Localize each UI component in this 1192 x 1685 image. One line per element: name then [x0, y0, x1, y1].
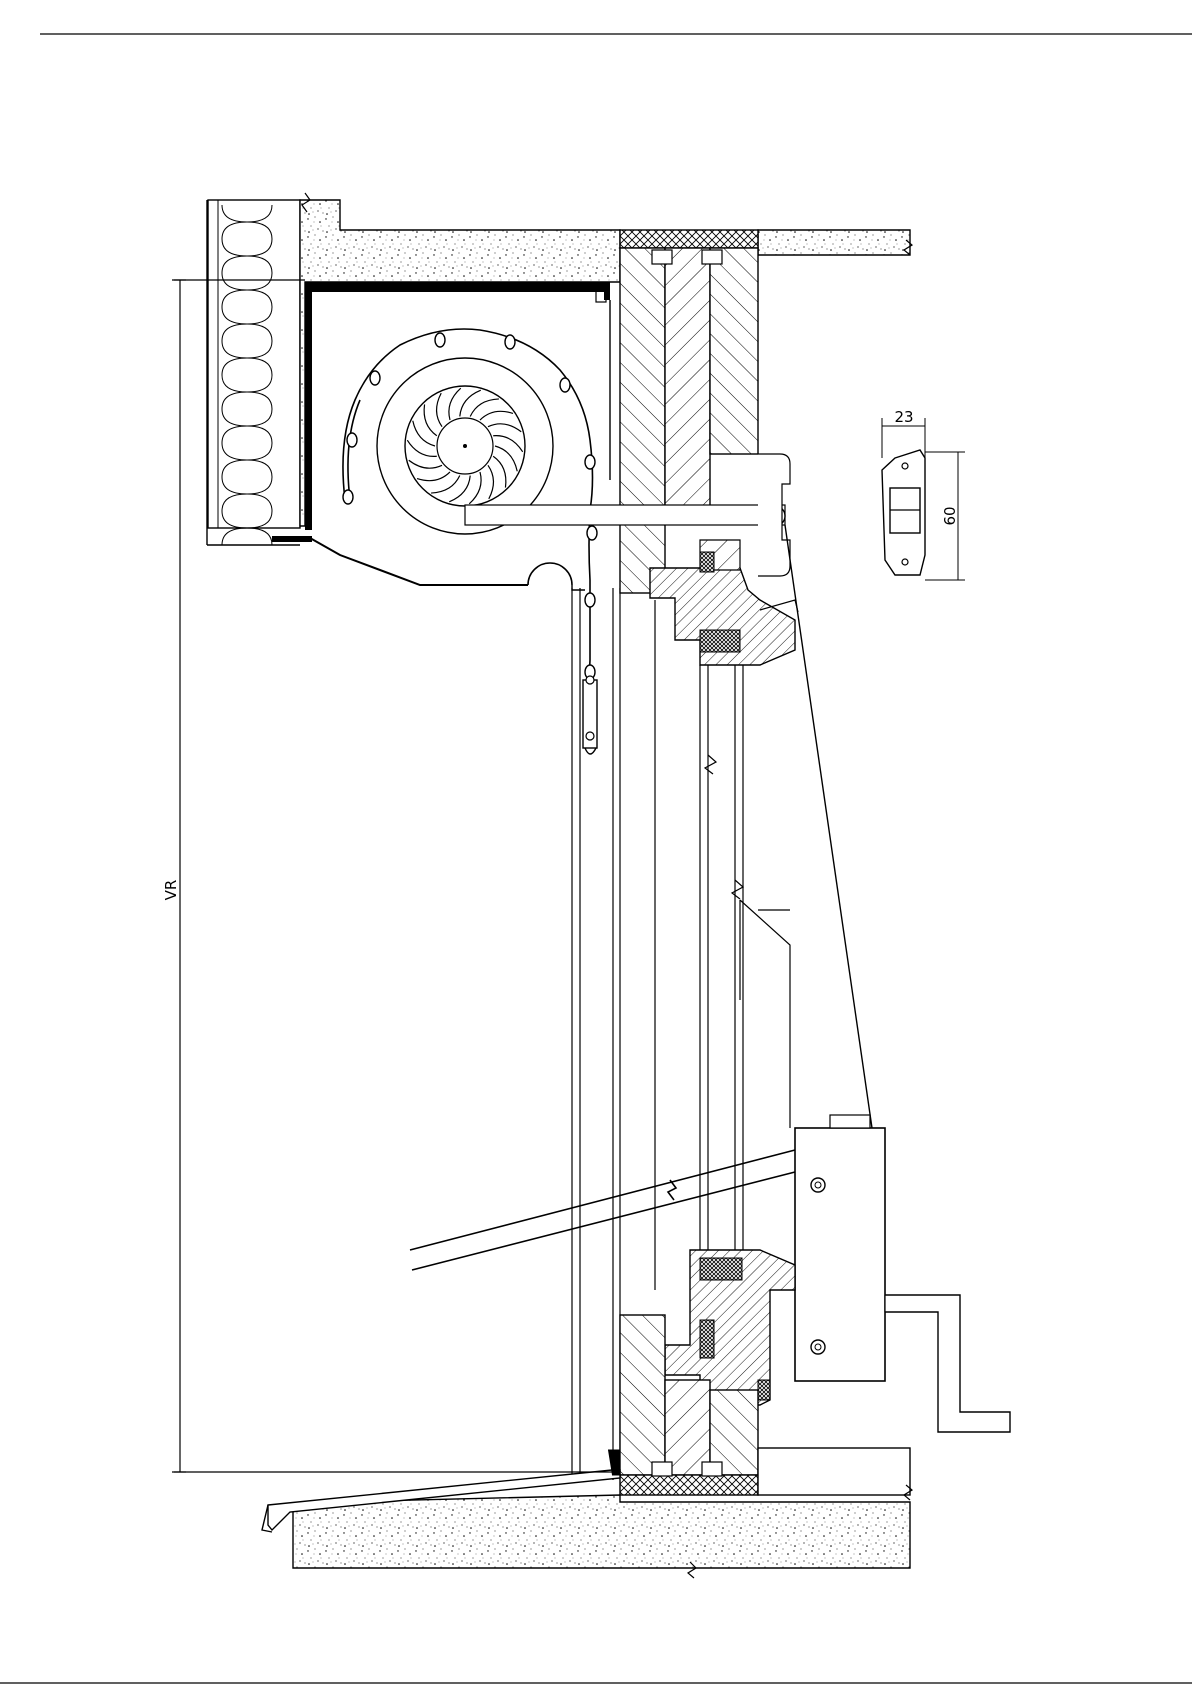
crank-width-label: 23 — [894, 408, 913, 426]
slat-knuckle — [435, 333, 445, 347]
insulation-layer — [207, 200, 300, 545]
interior-sill-block — [758, 1448, 910, 1495]
strap-line — [785, 525, 872, 1128]
slat-knuckle — [585, 593, 595, 607]
slat-knuckle — [585, 455, 595, 469]
vr-dimension-label: VR — [162, 880, 180, 901]
glazing — [700, 665, 743, 1250]
slat-knuckle — [370, 371, 380, 385]
crank-gear-box — [795, 1115, 1010, 1432]
sill-concrete — [293, 1495, 910, 1568]
slat-knuckle — [560, 378, 570, 392]
slat-knuckle — [587, 526, 597, 540]
crank-detail — [882, 418, 965, 580]
crank-height-label: 60 — [941, 506, 959, 525]
slat-knuckle — [505, 335, 515, 349]
slat-knuckle — [343, 490, 353, 504]
upper-slab-right — [758, 230, 910, 255]
slat-knuckle — [347, 433, 357, 447]
